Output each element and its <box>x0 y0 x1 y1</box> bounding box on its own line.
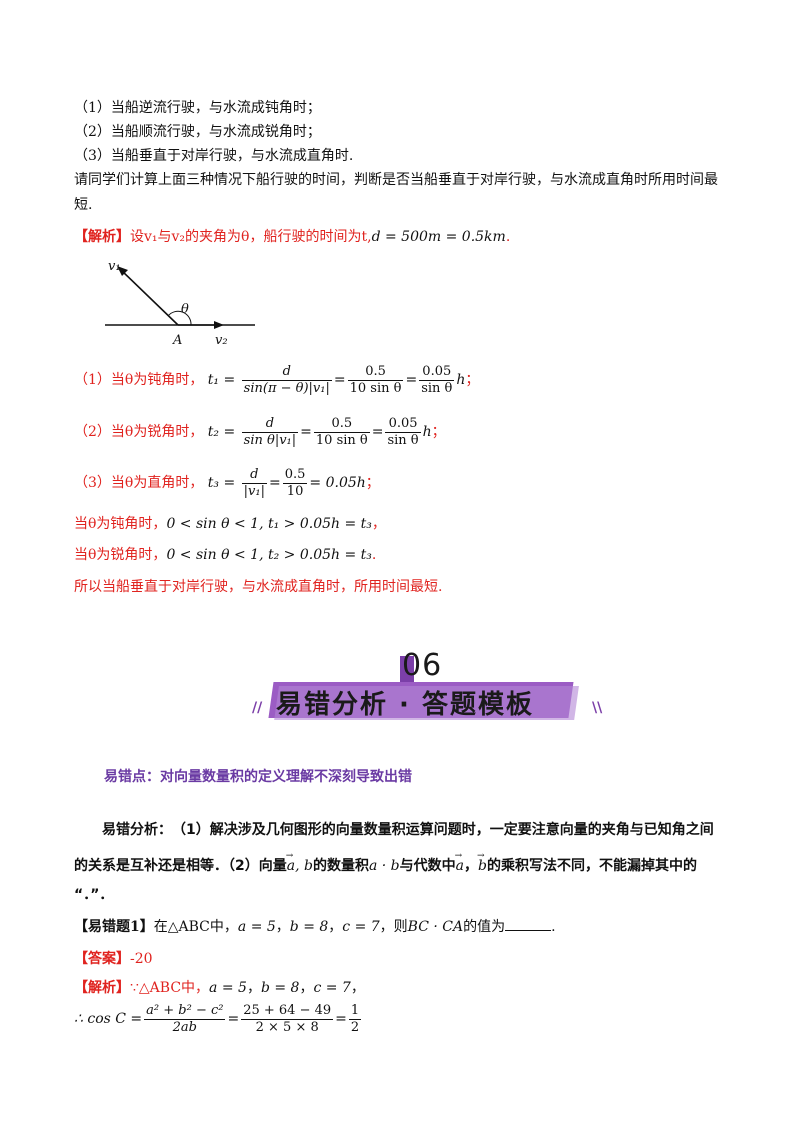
conclusion-final: 所以当船垂直于对岸行驶，与水流成直角时，所用时间最短. <box>74 579 443 595</box>
error-analysis-line-3: “．”． <box>74 887 114 903</box>
solution-b: b = 8 <box>260 980 300 996</box>
banner-number: 06 <box>402 648 443 683</box>
conclusion-2-math: 0 < sin θ < 1, t₂ > 0.05h = t₃ <box>166 547 372 563</box>
error-analysis-line-2: 的关系是互补还是相等．（2）向量a, b的数量积a · b与代数中a，b的乘积写… <box>74 847 697 875</box>
v2-label: v₂ <box>215 333 228 348</box>
analysis-given: d = 500m = 0.5km <box>371 229 506 245</box>
exercise-sep-1: ， <box>275 919 290 935</box>
theta-label: θ <box>181 302 189 317</box>
error-analysis-text-1: 的关系是互补还是相等．（2）向量 <box>74 858 287 874</box>
solution-a: a = 5 <box>209 980 247 996</box>
answer-line: 【答案】-20 <box>74 950 153 968</box>
problem-item-1: （1）当船逆流行驶，与水流成钝角时； <box>74 100 321 116</box>
analysis-lead: 设v₁与v₂的夹角为θ，船行驶的时间为t, <box>130 229 372 245</box>
exercise-tag: 【易错题1】 <box>74 919 154 935</box>
conclusion-1: 当θ为钝角时，0 < sin θ < 1, t₁ > 0.05h = t₃， <box>74 515 386 533</box>
solution-sep-2: ， <box>299 980 314 996</box>
point-a-label: A <box>172 333 182 348</box>
exercise-c: c = 7 <box>342 919 380 935</box>
conclusion-1-prefix: 当θ为钝角时， <box>74 516 167 532</box>
case-3-prefix: （3）当θ为直角时， <box>74 475 204 491</box>
error-analysis-text-3: 与代数中 <box>399 858 456 874</box>
solution-sep-1: ， <box>246 980 261 996</box>
problem-question: 请同学们计算上面三种情况下船行驶的时间，判断是否当船垂直于对岸行驶，与水流成直角… <box>74 172 718 188</box>
banner-deco-right: \\ <box>592 700 603 716</box>
exercise-1: 【易错题1】在△ABC中，a = 5，b = 8，c = 7，则BC · CA的… <box>74 918 556 936</box>
exercise-text-2: ，则 <box>379 919 408 935</box>
solution-tag: 【解析】 <box>74 980 130 996</box>
analysis-intro: 【解析】设v₁与v₂的夹角为θ，船行驶的时间为t,d = 500m = 0.5k… <box>74 228 510 246</box>
case-2-sep: ； <box>431 424 446 440</box>
solution-line-1: 【解析】∵△ABC中，a = 5，b = 8，c = 7， <box>74 979 365 997</box>
problem-item-2: （2）当船顺流行驶，与水流成锐角时； <box>74 124 321 140</box>
v1-arrow <box>120 269 179 326</box>
error-analysis-text-5: 的乘积写法不同，不能漏掉其中的 <box>486 858 697 874</box>
problem-item-3: （3）当船垂直于对岸行驶，与水流成直角时. <box>74 148 354 164</box>
exercise-a: a = 5 <box>237 919 276 935</box>
error-point-heading: 易错点：对向量数量积的定义理解不深刻导致出错 <box>104 769 412 785</box>
case-1-sep: ； <box>465 372 480 388</box>
vector-a-b: a, b <box>286 847 313 875</box>
exercise-expression: BC · CA <box>407 919 464 935</box>
exercise-text-1: 在△ABC中， <box>153 919 238 935</box>
exercise-end: . <box>551 919 556 935</box>
error-analysis-text-4: ， <box>464 858 478 874</box>
dot-product-ab: a · b <box>368 858 400 874</box>
exercise-text-3: 的值为 <box>463 919 506 935</box>
case-3-frac-1: d|v₁| <box>241 466 267 499</box>
vector-angle-figure: v₁ θ A v₂ <box>105 259 255 348</box>
case-3-t: t₃ = <box>207 475 236 491</box>
conclusion-1-end: ， <box>371 516 386 532</box>
exercise-b: b = 8 <box>289 919 329 935</box>
case-2-unit: h <box>422 424 432 440</box>
conclusion-2-prefix: 当θ为锐角时， <box>74 547 167 563</box>
case-3-result: = 0.05h <box>309 475 366 491</box>
banner-title: 易错分析 · 答题模板 <box>276 690 534 720</box>
case-1-t: t₁ = <box>207 372 236 388</box>
section-banner: 06 易错分析 · 答题模板 // \\ <box>250 648 610 725</box>
vector-b: b <box>477 847 487 875</box>
case-3-sep: ； <box>365 475 380 491</box>
answer-blank <box>505 918 552 931</box>
answer-tag: 【答案】 <box>74 951 130 967</box>
conclusion-2-end: . <box>371 547 377 563</box>
v1-label: v₁ <box>108 259 121 274</box>
case-1-prefix: （1）当θ为钝角时， <box>74 372 204 388</box>
case-2-prefix: （2）当θ为锐角时， <box>74 424 204 440</box>
conclusion-2: 当θ为锐角时，0 < sin θ < 1, t₂ > 0.05h = t₃. <box>74 546 376 564</box>
problem-question-end: 短. <box>74 197 93 213</box>
conclusion-1-math: 0 < sin θ < 1, t₁ > 0.05h = t₃ <box>166 516 372 532</box>
error-analysis-text-2: 的数量积 <box>312 858 369 874</box>
banner-deco-left: // <box>252 700 263 716</box>
cos-c-lhs: ∴ cos C = <box>74 1011 143 1027</box>
solution-text-1: ∵△ABC中， <box>130 980 210 996</box>
solution-end: ， <box>350 980 365 996</box>
error-analysis-line-1: 易错分析： （1）解决涉及几何图形的向量数量积运算问题时，一定要注意向量的夹角与… <box>102 822 714 838</box>
analysis-end: . <box>505 229 511 245</box>
solution-c: c = 7 <box>313 980 351 996</box>
case-2-t: t₂ = <box>207 424 236 440</box>
answer-value: -20 <box>130 951 153 967</box>
analysis-tag: 【解析】 <box>74 229 130 245</box>
vector-a: a <box>455 847 464 875</box>
exercise-sep-2: ， <box>328 919 343 935</box>
case-1-unit: h <box>456 372 466 388</box>
